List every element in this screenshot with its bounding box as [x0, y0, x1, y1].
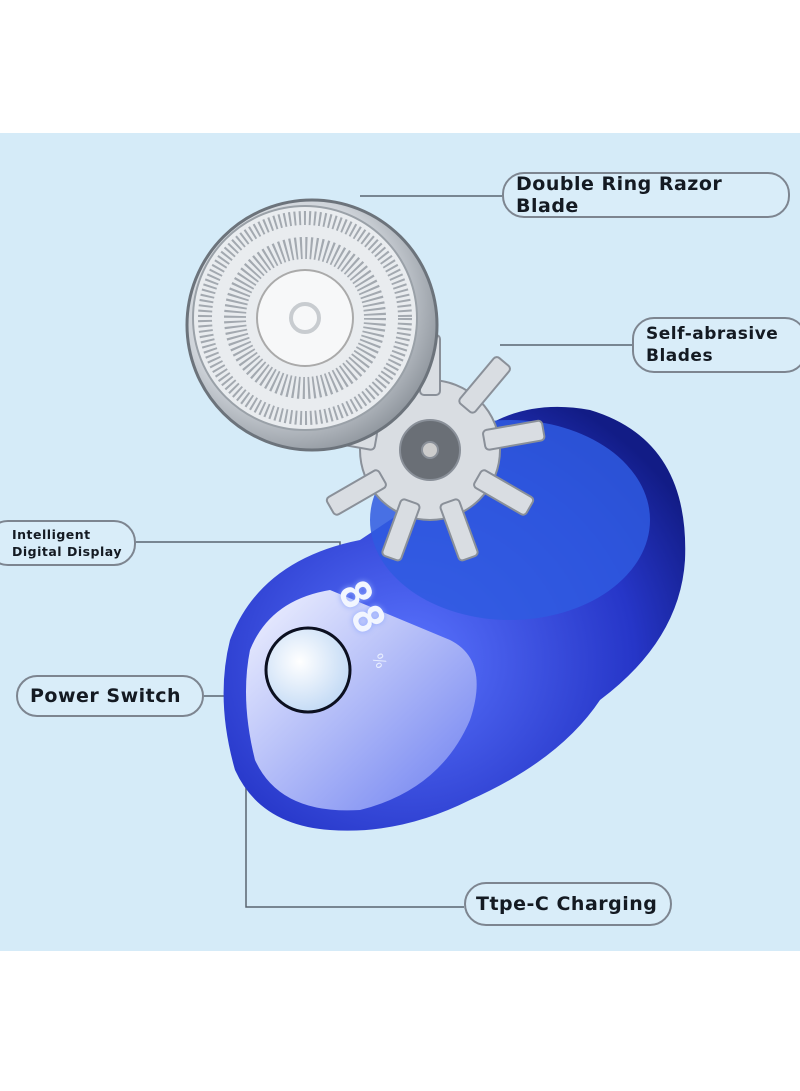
label-type-c-charging: Ttpe-C Charging	[464, 882, 672, 926]
label-text: Blades	[646, 346, 714, 366]
label-text: Power Switch	[30, 685, 182, 707]
power-button[interactable]	[264, 626, 352, 714]
label-text: Self-abrasive	[646, 324, 779, 344]
shaver-body	[223, 406, 686, 831]
label-text: Intelligent	[12, 527, 91, 542]
label-text: Digital Display	[12, 544, 122, 559]
double-ring-razor-head	[185, 198, 439, 452]
label-double-ring-razor-blade: Double Ring Razor Blade	[502, 172, 790, 218]
label-power-switch: Power Switch	[16, 675, 204, 717]
label-text: Double Ring Razor Blade	[516, 173, 723, 217]
label-text: Ttpe-C Charging	[476, 893, 658, 915]
